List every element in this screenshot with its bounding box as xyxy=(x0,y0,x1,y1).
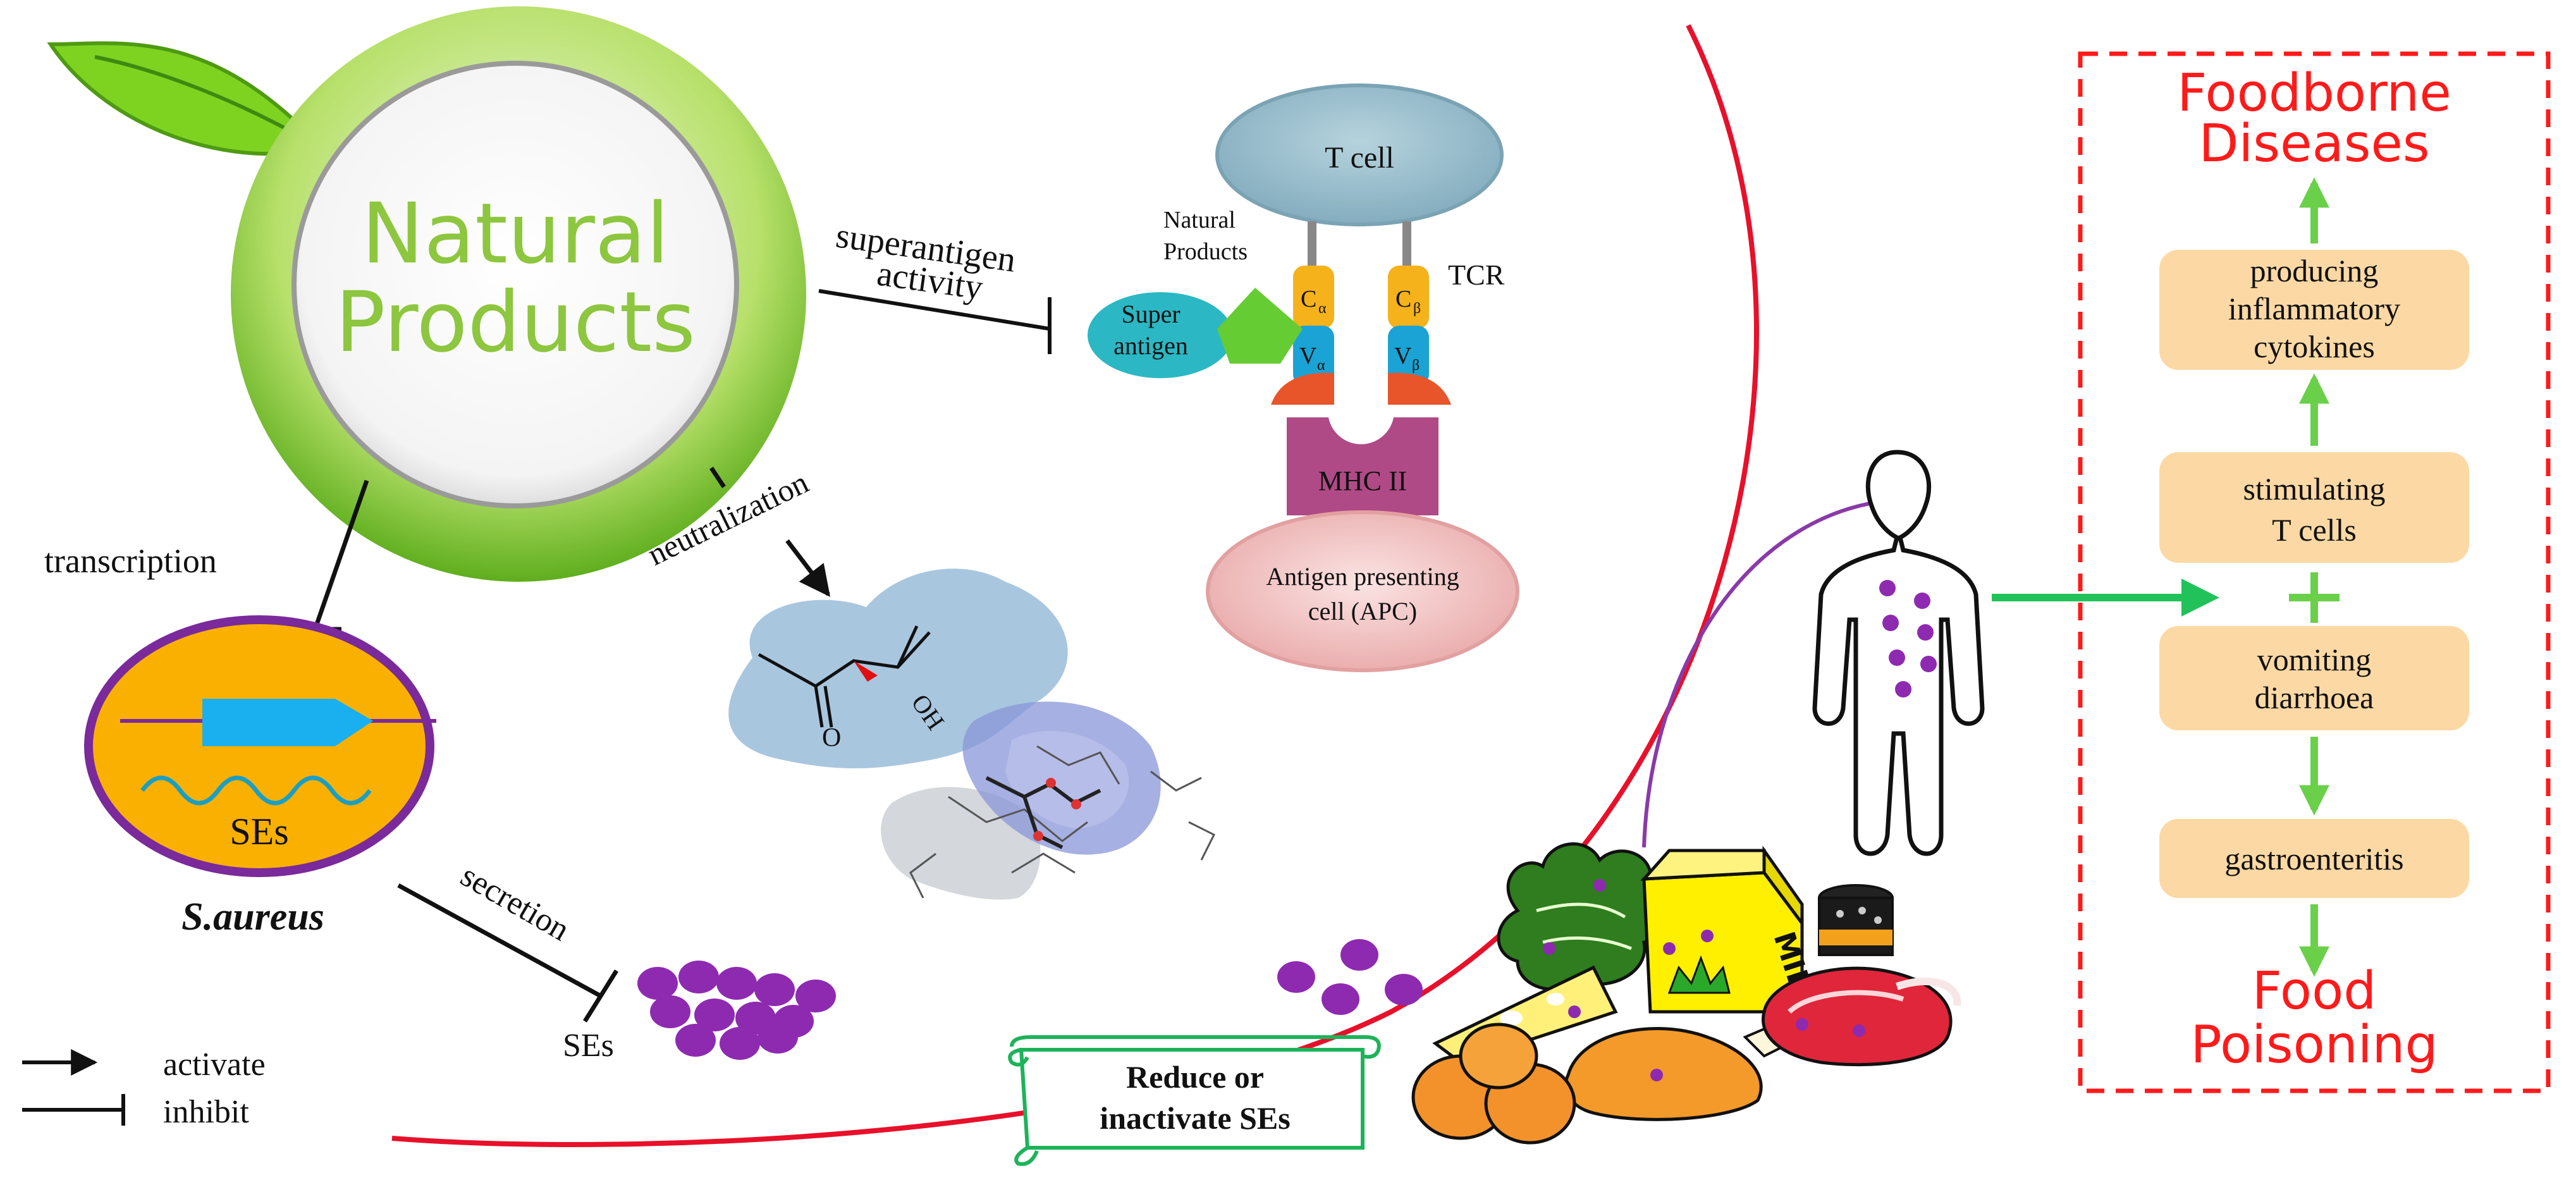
gene-arrow xyxy=(202,699,373,746)
apc-label-1: Antigen presenting xyxy=(1266,562,1459,591)
tcr-mhc-complex: T cell C α C β V α V β TCR MHC II Antige… xyxy=(1088,83,1519,672)
foodborne-title-2: Diseases xyxy=(2199,114,2429,174)
foodborne-panel: Foodborne Diseases producing inflammator… xyxy=(2078,51,2551,1093)
c-alpha-label: C xyxy=(1301,286,1316,312)
mrna-wave xyxy=(140,775,372,806)
ses-gene-label: SEs xyxy=(230,811,288,852)
c-alpha-sub: α xyxy=(1318,300,1327,317)
transcription-label: transcription xyxy=(44,542,217,580)
cytokines-line3: cytokines xyxy=(2254,329,2375,364)
lettuce-icon xyxy=(1497,842,1668,991)
v-alpha-domain xyxy=(1293,326,1334,386)
dashed-frame xyxy=(2078,51,2551,1093)
food-group: MILK xyxy=(1411,842,1961,1145)
ses-particles-label: SEs xyxy=(563,1028,614,1064)
transcription-line xyxy=(314,479,369,627)
mhc-label: MHC II xyxy=(1318,465,1408,496)
natural-products-small-1: Natural xyxy=(1163,207,1236,233)
saureus-cell: SEs xyxy=(84,615,436,877)
apc-label-2: cell (APC) xyxy=(1308,597,1417,625)
natural-products-small-2: Products xyxy=(1163,238,1248,265)
gastroenteritis-label: gastroenteritis xyxy=(2224,841,2403,876)
tcells-line1: stimulating xyxy=(2243,471,2386,507)
c-alpha-domain xyxy=(1293,266,1334,329)
t-cell xyxy=(1215,83,1504,226)
symptoms-box xyxy=(2159,626,2469,730)
natural-products-badge: Natural Products xyxy=(47,6,806,582)
human-body-icon xyxy=(1812,450,1985,856)
tcr-label: TCR xyxy=(1448,259,1505,291)
reduce-ses-line1: Reduce or xyxy=(1126,1059,1264,1095)
v-beta-domain xyxy=(1388,326,1429,386)
se-particles-left xyxy=(637,961,836,1060)
c-beta-sub: β xyxy=(1413,300,1421,317)
stereo-wedge xyxy=(854,661,878,682)
legend: activate inhibit xyxy=(22,1047,266,1130)
cytokines-line1: producing xyxy=(2250,253,2379,288)
jar-icon xyxy=(1818,884,1894,956)
purple-ingestion-arrow xyxy=(1642,489,1908,848)
natural-products-title-1: Natural xyxy=(362,185,670,283)
se-particles-food xyxy=(1277,939,1423,1015)
apc-cell xyxy=(1206,510,1519,672)
symptoms-line2: diarrhoea xyxy=(2255,680,2374,715)
symptoms-line1: vomiting xyxy=(2257,642,2372,677)
v-alpha-label: V xyxy=(1299,343,1317,369)
secretion-label: secretion xyxy=(455,857,575,948)
cytokines-line2: inflammatory xyxy=(2228,291,2400,326)
v-beta-sub: β xyxy=(1412,357,1420,374)
natural-product-pentagon xyxy=(1217,288,1303,364)
legend-activate-label: activate xyxy=(163,1047,266,1083)
v-beta-label: V xyxy=(1394,343,1412,369)
grip-right xyxy=(1388,372,1451,405)
neutralization-tick xyxy=(709,467,726,488)
c-beta-label: C xyxy=(1395,286,1411,312)
reduce-ses-line2: inactivate SEs xyxy=(1100,1100,1290,1136)
tcells-line2: T cells xyxy=(2272,512,2357,548)
food-poisoning-title-2: Poisoning xyxy=(2190,1015,2438,1075)
food-poisoning-title-1: Food xyxy=(2252,961,2377,1021)
body-se-dots xyxy=(1879,580,1937,698)
gastroenteritis-box xyxy=(2159,819,2469,898)
legend-inhibit-label: inhibit xyxy=(163,1094,249,1130)
v-alpha-sub: α xyxy=(1317,357,1325,374)
t-cell-label: T cell xyxy=(1325,141,1394,175)
natural-products-title-2: Products xyxy=(335,274,696,371)
mhc-ii xyxy=(1287,417,1438,515)
secretion-line xyxy=(397,883,602,999)
carbonyl-o-label: O xyxy=(822,723,841,753)
superantigen-blob xyxy=(1088,292,1233,378)
docking-image xyxy=(881,701,1216,900)
eggs-icon xyxy=(1411,1023,1576,1145)
superantigen-label-1: Super xyxy=(1121,300,1180,328)
superantigen-label-2: antigen xyxy=(1113,331,1188,360)
tcells-box xyxy=(2159,452,2469,563)
cytokines-box xyxy=(2159,250,2469,370)
meat-icon xyxy=(1762,966,1961,1067)
c-beta-domain xyxy=(1388,266,1429,329)
inhibit-superantigen-line xyxy=(818,289,1050,331)
body-to-flow-arrowhead xyxy=(2181,579,2219,617)
neutralization-arrow xyxy=(785,539,830,597)
grip-left xyxy=(1271,372,1334,405)
foodborne-title-1: Foodborne xyxy=(2177,63,2451,123)
secretion-bar xyxy=(583,969,618,1023)
saureus-label: S.aureus xyxy=(181,895,324,938)
leaf-left-icon xyxy=(47,41,326,156)
badge-inner xyxy=(291,61,739,508)
reduce-ses-scroll: Reduce or inactivate SEs xyxy=(1008,1035,1381,1166)
